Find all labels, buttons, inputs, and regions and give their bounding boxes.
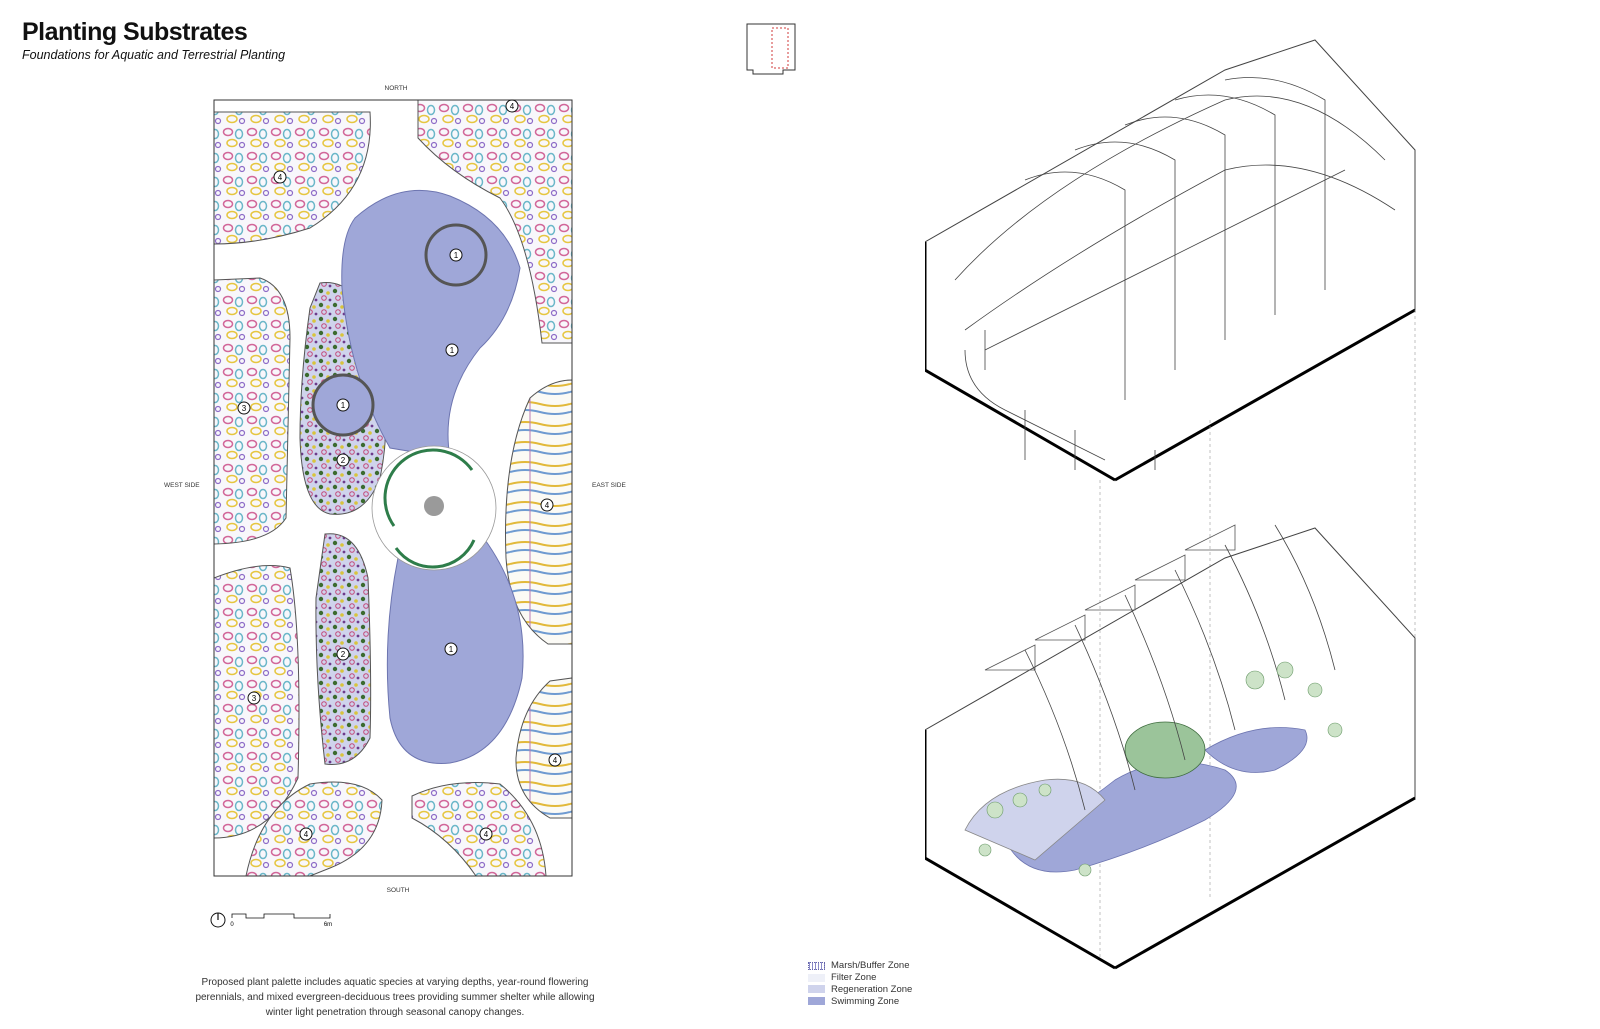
scale-bar: 0 6m [230, 913, 332, 928]
legend-item-marsh: Marsh/Buffer Zone [808, 960, 912, 972]
zone-marker: 2 [336, 453, 350, 467]
axo-roof-trusses [984, 524, 1236, 671]
plan-caption: Proposed plant palette includes aquatic … [175, 975, 615, 1020]
svg-text:1: 1 [449, 645, 454, 654]
filter-swatch [808, 973, 825, 982]
scale-max: 6m [324, 922, 332, 928]
svg-text:4: 4 [484, 830, 489, 839]
north-label: NORTH [385, 85, 408, 92]
planting-bed-e2 [515, 677, 573, 819]
central-ring-north [383, 448, 474, 527]
legend-label: Swimming Zone [831, 995, 900, 1007]
regeneration-swatch [808, 985, 825, 994]
zone-marker: 1 [445, 343, 459, 357]
svg-text:4: 4 [278, 173, 283, 182]
legend-label: Marsh/Buffer Zone [831, 960, 910, 972]
svg-text:1: 1 [454, 251, 459, 260]
svg-text:4: 4 [304, 830, 309, 839]
east-label: EAST SIDE [592, 482, 627, 489]
zone-marker: 4 [299, 827, 313, 841]
planting-bed-s1 [245, 781, 383, 877]
west-label: WEST SIDE [164, 482, 200, 489]
north-arrow-icon [210, 912, 226, 928]
svg-text:1: 1 [450, 346, 455, 355]
site-boundary [213, 99, 573, 877]
caption-line-1: Proposed plant palette includes aquatic … [201, 977, 589, 988]
legend-label: Filter Zone [831, 972, 877, 984]
axo-swimming-pool-2 [1204, 727, 1308, 773]
axo-tree-canopy [1124, 721, 1206, 779]
central-ring-south [394, 539, 476, 569]
zone-marker: 4 [273, 170, 287, 184]
planting-bed-nw [213, 111, 371, 245]
axo-planted [925, 524, 1416, 970]
zone-marker: 3 [247, 691, 261, 705]
svg-text:4: 4 [510, 102, 515, 111]
zone-marker: 3 [237, 401, 251, 415]
svg-text:2: 2 [341, 650, 346, 659]
zone-marker: 2 [336, 647, 350, 661]
svg-text:3: 3 [252, 694, 257, 703]
zone-markers: 1 1 1 1 2 2 3 3 4 4 4 4 4 4 [237, 99, 562, 841]
legend-item-regeneration: Regeneration Zone [808, 984, 912, 996]
planting-bed-w1 [213, 277, 291, 545]
zone-marker: 4 [479, 827, 493, 841]
axo-structure [925, 39, 1416, 482]
axonometric-views [925, 39, 1416, 970]
svg-text:1: 1 [341, 401, 346, 410]
planting-bed-ne [417, 99, 573, 344]
planting-bed-s2 [411, 782, 547, 877]
page-subtitle: Foundations for Aquatic and Terrestrial … [22, 48, 286, 62]
zone-marker: 4 [540, 498, 554, 512]
svg-text:2: 2 [341, 456, 346, 465]
planting-bed-e1 [505, 379, 573, 645]
site-plan: NORTH SOUTH WEST SIDE EAST SIDE 1 1 1 1 … [164, 85, 627, 928]
south-label: SOUTH [387, 887, 410, 894]
legend-item-swimming: Swimming Zone [808, 995, 912, 1007]
svg-text:4: 4 [553, 756, 558, 765]
zone-legend: Marsh/Buffer Zone Filter Zone Regenerati… [808, 960, 912, 1007]
axo-regeneration-bed [964, 778, 1106, 861]
projection-lines [1099, 310, 1416, 960]
legend-item-filter: Filter Zone [808, 972, 912, 984]
marsh-swatch [808, 961, 825, 970]
zone-marker: 1 [449, 248, 463, 262]
svg-text:3: 3 [242, 404, 247, 413]
key-plan [746, 23, 796, 75]
zone-marker: 4 [548, 753, 562, 767]
axo-vegetation [978, 661, 1343, 877]
swimming-swatch [808, 997, 825, 1006]
caption-line-3: winter light penetration through seasona… [265, 1007, 525, 1018]
caption-line-2: perennials, and mixed evergreen-deciduou… [195, 992, 595, 1003]
page-title: Planting Substrates [22, 18, 248, 46]
scale-zero: 0 [230, 922, 234, 928]
legend-label: Regeneration Zone [831, 983, 913, 995]
zone-marker: 4 [505, 99, 519, 113]
zone-marker: 1 [336, 398, 350, 412]
svg-text:4: 4 [545, 501, 550, 510]
central-tree [424, 496, 444, 516]
zone-marker: 1 [444, 642, 458, 656]
